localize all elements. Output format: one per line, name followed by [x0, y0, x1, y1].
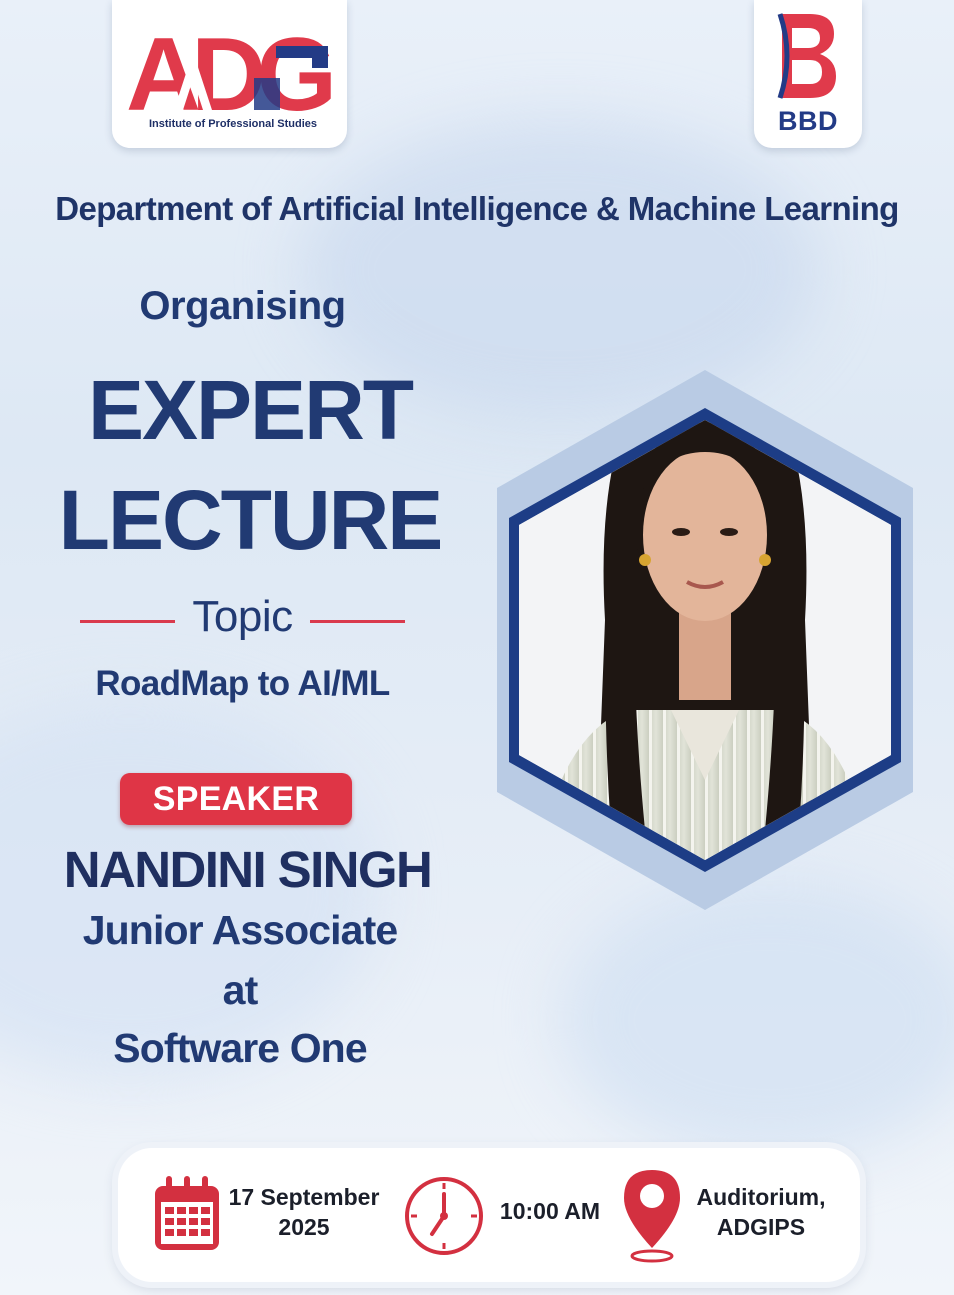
event-time: 10:00 AM — [499, 1198, 601, 1224]
topic-value: RoadMap to AI/ML — [95, 664, 390, 703]
bbd-logo-text: BBD — [778, 106, 838, 136]
adg-logo-mark: ADG — [126, 17, 331, 118]
adg-logo-caption: Institute of Professional Studies — [148, 118, 318, 130]
speaker-badge: SPEAKER — [120, 773, 352, 825]
topic-heading: Topic — [80, 592, 405, 648]
speaker-photo-frame — [495, 360, 915, 925]
event-details-bar: 17 September 2025 10:00 AM Auditorium, A… — [118, 1148, 860, 1282]
clock-icon — [405, 1177, 483, 1255]
headline-line-2: LECTURE — [58, 473, 444, 567]
bbd-logo-card: BBD — [754, 0, 862, 148]
speaker-role-line-3: Software One — [113, 1025, 367, 1071]
calendar-icon — [155, 1176, 219, 1250]
background-glow — [300, 120, 820, 420]
topic-label: Topic — [192, 592, 293, 641]
event-date-line-2: 2025 — [278, 1214, 330, 1240]
headline-line-1: EXPERT — [87, 363, 414, 457]
event-venue-line-1: Auditorium, — [696, 1184, 826, 1210]
organising-label: Organising — [139, 284, 346, 328]
speaker-role-line-1: Junior Associate — [82, 907, 398, 953]
event-date: 17 September 2025 — [224, 1182, 384, 1242]
event-venue-line-2: ADGIPS — [716, 1214, 806, 1240]
speaker-photo — [497, 370, 913, 910]
bbd-emblem — [777, 13, 836, 99]
department-title: Department of Artificial Intelligence & … — [55, 190, 899, 227]
background-glow — [560, 880, 954, 1160]
adg-logo-card: ADG Institute of Professional Studies — [112, 0, 347, 148]
event-date-line-1: 17 September — [228, 1184, 380, 1210]
speaker-role-line-2: at — [222, 967, 259, 1013]
location-pin-icon — [624, 1170, 680, 1263]
topic-divider-left — [80, 620, 175, 623]
topic-divider-right — [310, 620, 405, 623]
event-venue: Auditorium, ADGIPS — [686, 1182, 836, 1242]
adg-logo: ADG — [126, 17, 334, 118]
speaker-name: NANDINI SINGH — [63, 841, 433, 898]
